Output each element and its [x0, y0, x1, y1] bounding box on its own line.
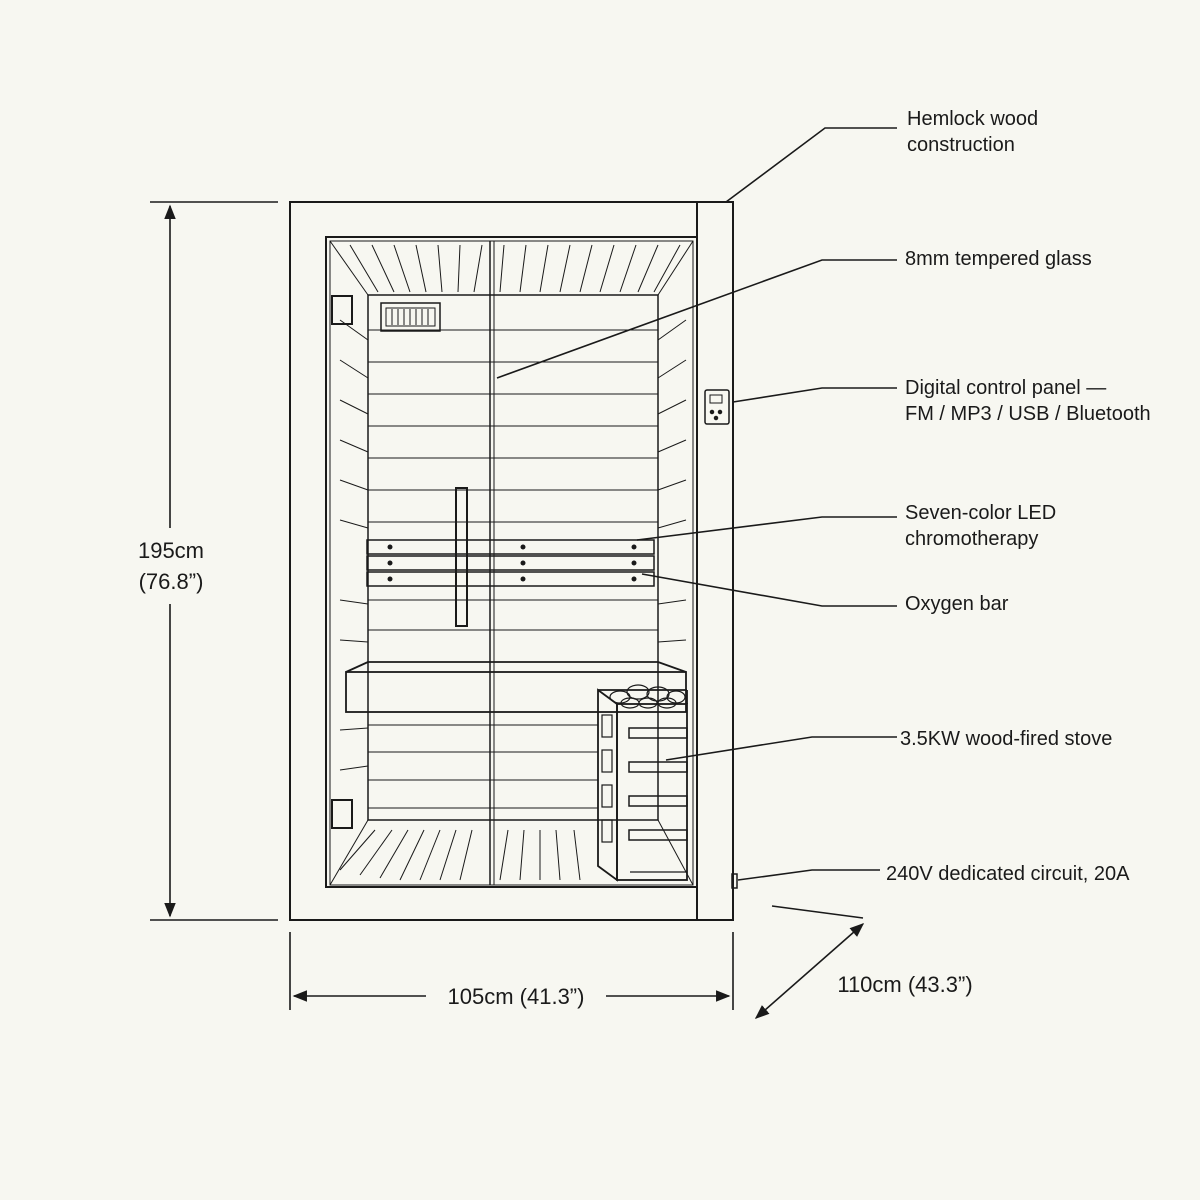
door-opening: [325, 236, 698, 888]
label-led-line2: chromotherapy: [905, 528, 1038, 550]
bench: [345, 661, 687, 713]
stove-stones: [609, 684, 686, 709]
interior-back-wall: [367, 294, 659, 821]
depth-ext-top: [771, 905, 864, 919]
air-vent: [380, 302, 441, 332]
label-circuit: 240V dedicated circuit, 20A: [886, 863, 1130, 885]
hinge-bottom: [331, 799, 353, 829]
leader-glass: [496, 259, 897, 379]
depth-label: 110cm (43.3”): [837, 972, 972, 997]
label-led-line1: Seven-color LED: [905, 502, 1056, 524]
backrest-screws: [387, 544, 637, 582]
ceiling-slats: [349, 244, 681, 293]
wall-planks: [368, 329, 658, 809]
leader-control: [732, 387, 897, 403]
sauna-cabin: [289, 201, 734, 921]
leader-stove: [665, 736, 897, 761]
label-stove: 3.5KW wood-fired stove: [900, 728, 1112, 750]
glass-panel: [329, 240, 694, 886]
label-control-line1: Digital control panel —: [905, 377, 1106, 399]
label-hemlock-line1: Hemlock wood: [907, 108, 1038, 130]
control-panel: [704, 389, 730, 425]
leader-circuit: [737, 869, 880, 881]
stove: [597, 688, 688, 882]
leader-led: [636, 516, 897, 541]
power-inlet: [731, 873, 738, 889]
depth-arrow: [754, 923, 865, 1019]
backrest-bars: [366, 539, 655, 587]
door-hinges: [331, 295, 353, 829]
cabin-side-post: [696, 201, 734, 921]
hinge-top: [331, 295, 353, 325]
leader-lines: [496, 127, 897, 881]
leader-hemlock: [725, 127, 897, 203]
side-wall-planks: [339, 319, 687, 771]
label-control-line2: FM / MP3 / USB / Bluetooth: [905, 403, 1151, 425]
label-glass: 8mm tempered glass: [905, 248, 1092, 270]
label-hemlock-line2: construction: [907, 134, 1015, 156]
led-bar: [366, 539, 655, 555]
height-label-in: (76.8”): [139, 569, 204, 594]
leader-oxygen: [641, 573, 897, 607]
dimension-lines: [150, 201, 865, 1019]
oxygen-bar: [366, 571, 655, 587]
height-label-cm: 195cm: [138, 538, 204, 563]
floor-slats: [339, 829, 581, 881]
width-label: 105cm (41.3”): [448, 984, 585, 1009]
door-handle: [455, 487, 468, 627]
cabin-outer-frame: [289, 201, 734, 921]
label-oxygen: Oxygen bar: [905, 593, 1009, 615]
